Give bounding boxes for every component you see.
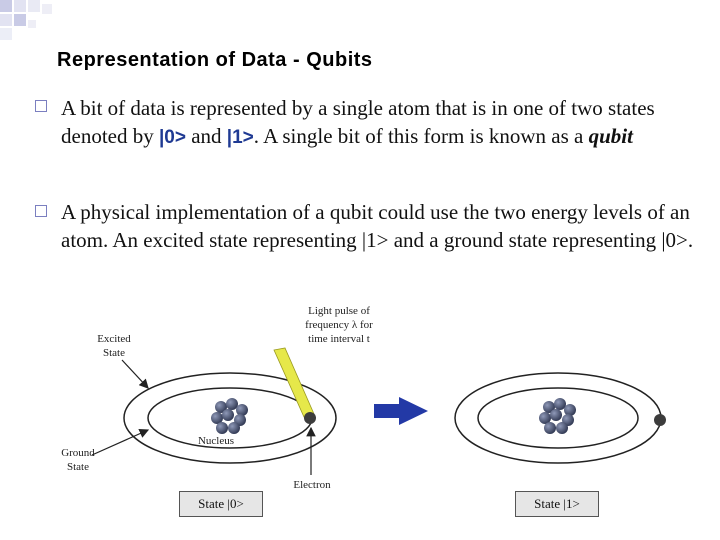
ground-orbit-right [477,387,639,449]
state-zero-box: State |0> [179,491,263,517]
light-pulse-label-line2: frequency λ for [305,319,373,331]
bullet-text-1: A bit of data is represented by a single… [61,94,701,152]
bullet-1-text-b: . A single bit of this form is known as … [253,124,589,148]
light-pulse-label-line3: time interval t [308,333,370,345]
excited-label-line2: State [103,347,125,359]
ket-one: |1> [226,127,254,148]
state-one-box: State |1> [515,491,599,517]
nucleus-label: Nucleus [198,435,234,447]
bullet-1-text-a: A bit of data is represented by a single… [61,96,655,148]
decorative-squares [0,0,52,40]
bullet-marker [35,100,47,112]
light-pulse-beam [273,347,315,418]
ground-label-line2: State [67,461,89,473]
ket-zero: |0> [158,127,186,148]
electron-label: Electron [293,479,331,491]
light-pulse-label-line1: Light pulse of [308,305,370,317]
nucleus-right [539,398,576,434]
atom-diagram: Excited State Ground State Light pulse o… [61,305,666,491]
excited-orbit [123,372,337,464]
excited-label-line1: Excited [97,333,131,345]
ground-pointer [91,429,150,456]
ground-label-line1: Ground [61,447,95,459]
qubit-term: qubit [588,124,633,148]
excited-pointer [121,359,149,389]
bullet-marker [35,205,47,217]
transition-arrow [374,397,428,425]
slide-title: Representation of Data - Qubits [57,49,373,71]
electron-right [654,414,666,426]
bullet-text-2: A physical implementation of a qubit cou… [61,200,694,252]
bullet-1-and: and [185,124,227,148]
electron-left [304,412,316,424]
nucleus-left [211,398,248,434]
